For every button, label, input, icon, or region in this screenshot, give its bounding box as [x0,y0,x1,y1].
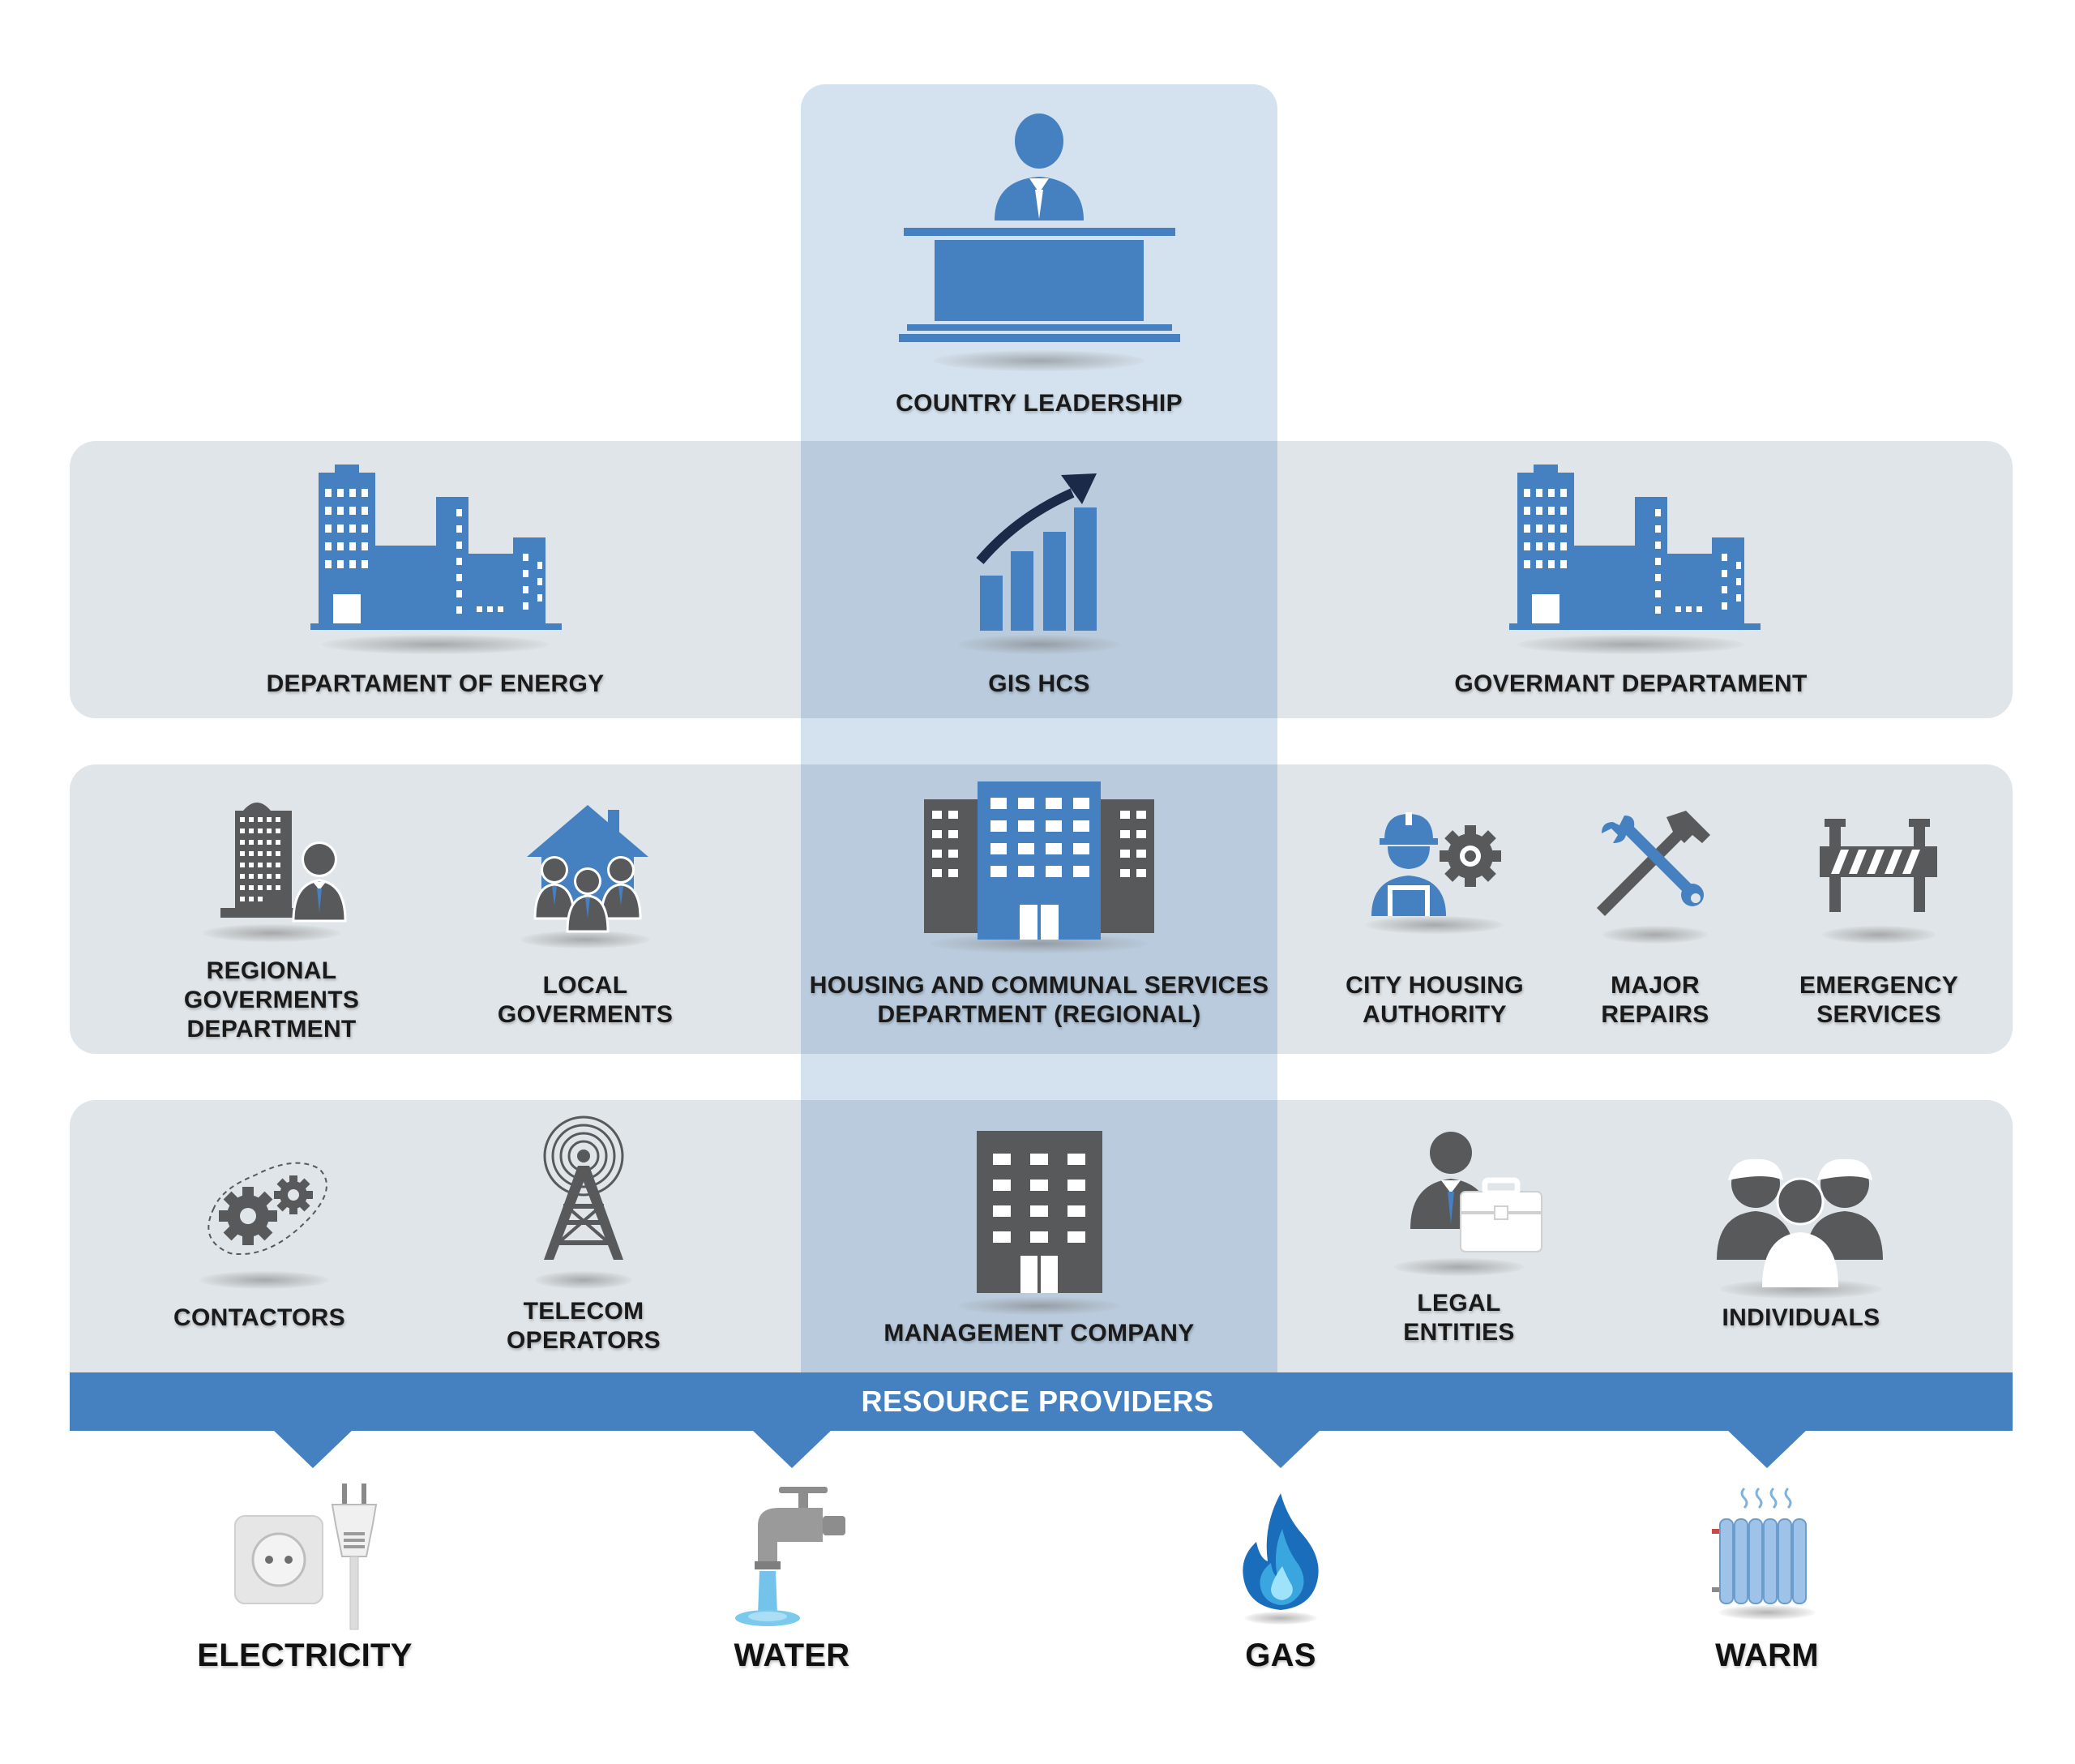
building-icon [1509,465,1761,630]
label-line: LOCAL [542,972,628,999]
people-group-icon [1717,1158,1883,1287]
house-people-icon [527,805,648,933]
businessman-briefcase-icon [1410,1132,1542,1252]
shadow [958,1297,1120,1315]
label-line: OPERATORS [507,1327,661,1354]
label-legal-entities: LEGAL ENTITIES [1403,1289,1514,1347]
shadow [322,635,549,654]
shadow [958,635,1120,654]
label-individuals: INDIVIDUALS [1722,1304,1880,1331]
label-line: DEPARTMENT (REGIONAL) [877,1001,1201,1028]
shadow [934,350,1144,371]
label-line: LEGAL [1417,1290,1501,1317]
building-icon [310,465,562,630]
label-department-of-energy: DEPARTAMENT OF ENERGY [266,670,605,697]
shadow [1602,926,1708,944]
label-major-repairs: MAJOR REPAIRS [1601,971,1709,1030]
shadow [1366,916,1504,934]
wrench-hammer-icon [1597,811,1710,916]
shadow [1394,1258,1524,1276]
label-warm: WARM [1715,1638,1819,1673]
gas-flame-icon [1243,1493,1319,1610]
label-line: HOUSING AND COMMUNAL SERVICES [809,972,1269,999]
growth-chart-icon [976,473,1097,631]
label-regional-governments: REGIONAL GOVERMENTS DEPARTMENT [184,957,359,1044]
pointer-electricity [272,1429,353,1468]
radio-tower-icon [543,1115,624,1260]
water-tap-icon [735,1487,845,1626]
label-management-company: MANAGEMENT COMPANY [883,1320,1195,1347]
speaker-podium-icon [899,113,1180,342]
grey-building-icon [977,1131,1102,1293]
row-center-departments [801,441,1277,718]
label-line: DEPARTMENT [186,1016,357,1043]
pointer-warm [1726,1429,1808,1468]
resource-providers-label: RESOURCE PROVIDERS [861,1385,1214,1418]
pointer-gas [1240,1429,1321,1468]
shadow [1517,635,1744,654]
shadow [535,1271,632,1289]
label-line: GOVERMENTS [497,1001,674,1028]
label-contactors: CONTACTORS [173,1304,345,1331]
barrier-icon [1820,819,1937,912]
label-emergency-services: EMERGENCY SERVICES [1799,971,1958,1030]
label-line: CITY HOUSING [1346,972,1524,999]
shadow [1822,926,1936,944]
office-building-icon [924,781,1154,940]
label-line: MAJOR [1611,972,1700,999]
label-line: SERVICES [1816,1001,1941,1028]
label-line: GOVERMENTS [183,987,360,1013]
shadow [1718,1605,1816,1620]
label-telecom-operators: TELECOM OPERATORS [507,1297,661,1355]
shadow [520,931,650,948]
shadow [1244,1612,1317,1625]
label-line: TELECOM [523,1298,644,1325]
label-country-leadership: COUNTRY LEADERSHIP [896,390,1183,417]
worker-gear-icon [1371,812,1501,916]
label-electricity: ELECTRICITY [197,1638,413,1673]
label-line: REGIONAL [206,957,337,984]
socket-plug-icon [234,1484,378,1630]
radiator-icon [1712,1487,1807,1604]
label-housing-communal-services: HOUSING AND COMMUNAL SERVICES DEPARTMENT… [810,971,1269,1030]
label-city-housing-authority: CITY HOUSING AUTHORITY [1346,971,1524,1030]
label-gas: GAS [1245,1638,1316,1673]
label-gis-hcs: GIS HCS [988,670,1090,697]
resource-providers-bar [70,1372,2013,1431]
shadow [199,1271,329,1289]
label-local-governments: LOCAL GOVERMENTS [498,971,673,1030]
label-line: ENTITIES [1403,1319,1515,1346]
gears-icon [208,1162,327,1255]
label-government-department: GOVERMANT DEPARTAMENT [1454,670,1808,697]
skyscraper-person-icon [220,803,347,923]
pointer-water [751,1429,832,1468]
label-water: WATER [734,1638,850,1673]
shadow [203,924,340,942]
label-line: EMERGENCY [1799,972,1959,999]
label-line: AUTHORITY [1363,1001,1507,1028]
label-line: REPAIRS [1601,1001,1709,1028]
